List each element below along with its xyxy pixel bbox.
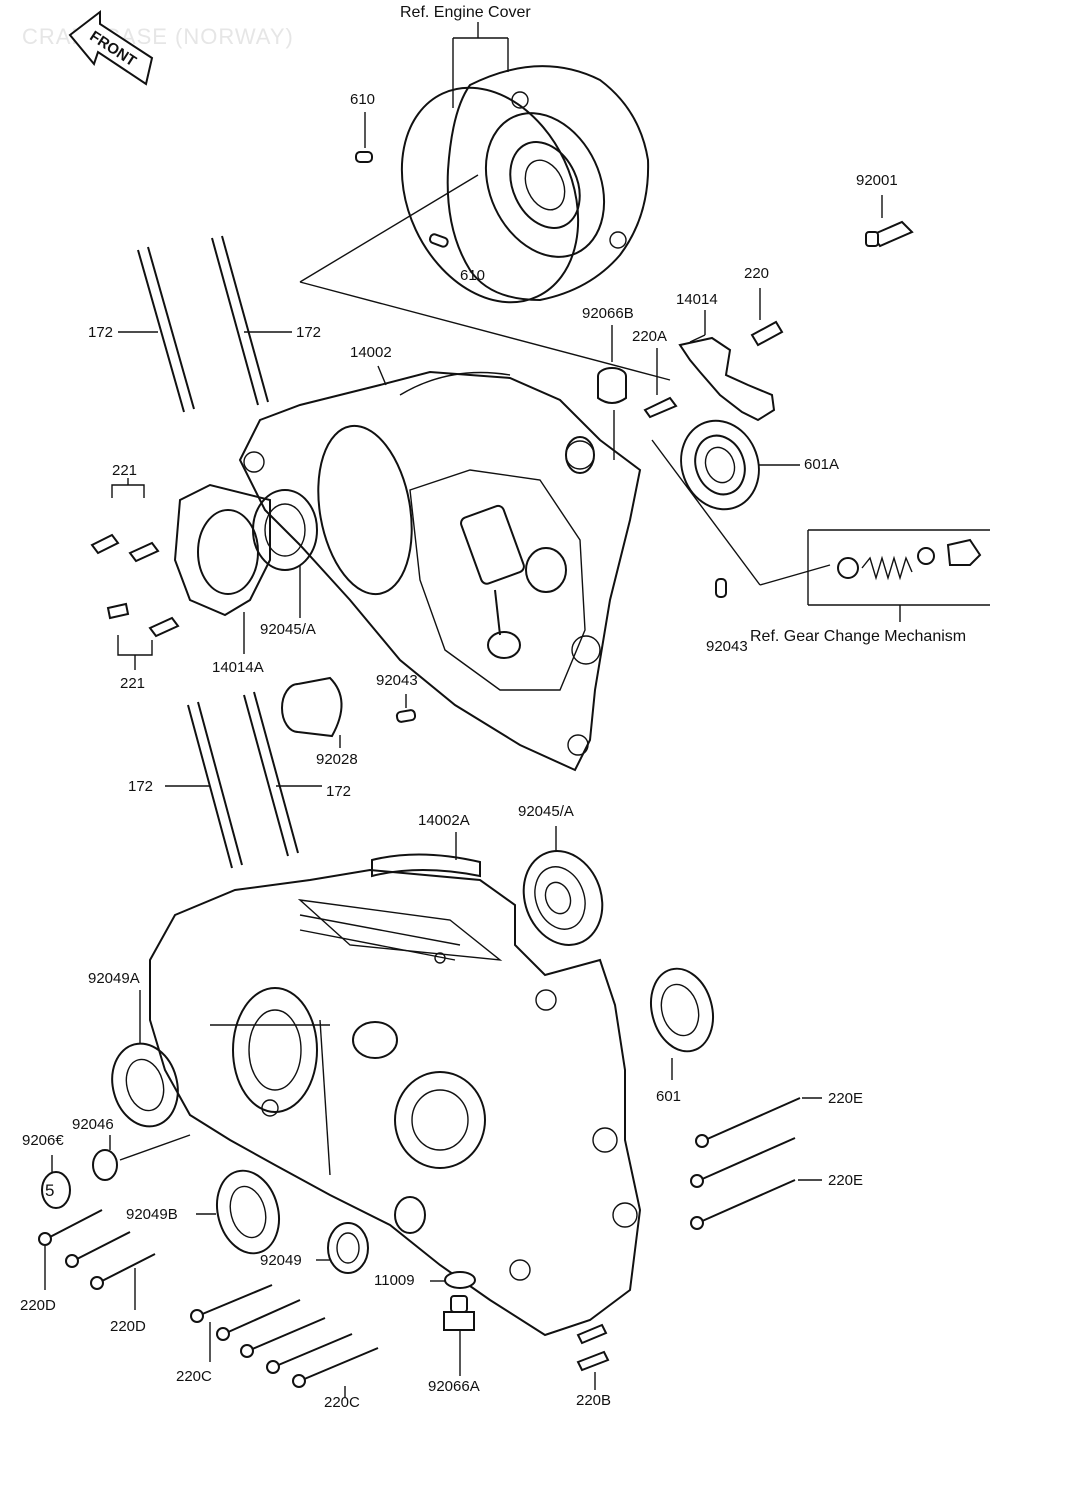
part-label-220D-a: 220D <box>20 1297 56 1314</box>
stud-172-lower-left <box>165 701 243 869</box>
part-label-92001: 92001 <box>856 172 898 189</box>
part-label-92049B: 92049B <box>126 1206 178 1223</box>
seal-ring-14002A <box>371 832 481 878</box>
part-label-601A: 601A <box>804 456 840 473</box>
collar-92028 <box>281 676 343 748</box>
drain-plug-92066A <box>443 1295 475 1376</box>
stud-172-upper-left <box>118 246 195 413</box>
gasket-14014A <box>173 483 271 654</box>
bolts-220C <box>190 1284 379 1398</box>
plug-92066B <box>597 325 627 460</box>
part-label-172-b: 172 <box>296 324 322 341</box>
part-label-172-d: 172 <box>326 783 352 800</box>
washer-11009 <box>430 1271 476 1289</box>
part-label-14002A: 14002A <box>418 812 470 829</box>
part-label-92028: 92028 <box>316 751 358 768</box>
bolts-220E <box>690 1097 822 1230</box>
engine-cover-gasket <box>400 86 580 304</box>
bolts-220B <box>576 1323 610 1390</box>
part-label-92066C: 9206€ <box>22 1132 64 1149</box>
part-label-220B: 220B <box>576 1392 612 1409</box>
part-label-601: 601 <box>656 1088 682 1105</box>
part-label-220: 220 <box>744 265 770 282</box>
stud-172-lower-right <box>243 691 322 857</box>
dowel-pin-610 <box>355 151 373 163</box>
part-label-92049A: 92049A <box>88 970 140 987</box>
part-label-92066A: 92066A <box>428 1378 480 1395</box>
part-label-14014A: 14014A <box>212 659 264 676</box>
collar-92046 <box>92 1134 191 1181</box>
part-label-14014: 14014 <box>676 291 718 308</box>
part-label-172-c: 172 <box>128 778 154 795</box>
bearing-92045A-upper <box>252 489 318 618</box>
plug-92066C: 5 <box>41 1155 71 1209</box>
part-label-92043-center: 92043 <box>376 672 418 689</box>
seal-small <box>565 436 595 474</box>
gear-change-ref-box <box>651 439 990 622</box>
dowel-pin-92043-center <box>395 709 417 723</box>
part-label-220C-b: 220C <box>324 1394 360 1411</box>
bolts-221-lower <box>106 602 180 670</box>
dowel-pin-92043-right <box>715 578 727 598</box>
bolts-221-upper <box>90 478 160 563</box>
oil-seal-92049 <box>316 1222 369 1274</box>
front-arrow-icon: FRONT <box>68 9 154 86</box>
bearing-601 <box>650 967 714 1080</box>
part-label-220E-b: 220E <box>828 1172 864 1189</box>
part-label-221-a: 221 <box>112 462 138 479</box>
part-label-92066B: 92066B <box>582 305 634 322</box>
ref-engine-cover-label: Ref. Engine Cover <box>400 4 531 21</box>
dowel-pin-610-b <box>428 233 449 248</box>
part-label-610: 610 <box>350 91 376 108</box>
part-label-92045A-lower: 92045/A <box>518 803 574 820</box>
plate-14014 <box>678 310 776 422</box>
part-label-92049: 92049 <box>260 1252 302 1269</box>
bolt-220A <box>643 348 678 419</box>
part-label-220E-a: 220E <box>828 1090 864 1107</box>
svg-text:5: 5 <box>45 1181 54 1200</box>
part-label-610-b: 610 <box>460 267 486 284</box>
bolts-220D <box>38 1209 156 1310</box>
part-label-172-a: 172 <box>88 324 114 341</box>
oil-seal-92049B <box>196 1169 280 1255</box>
part-label-92043-right: 92043 <box>706 638 748 655</box>
part-label-220D-b: 220D <box>110 1318 146 1335</box>
part-label-221-b: 221 <box>120 675 146 692</box>
oil-seal-92049A <box>111 990 179 1128</box>
part-label-92046: 92046 <box>72 1116 114 1133</box>
bearing-92045A-lower <box>522 826 604 946</box>
engine-cover <box>446 65 650 302</box>
part-label-220A: 220A <box>632 328 668 345</box>
stud-172-upper-right <box>211 235 292 406</box>
part-label-14002: 14002 <box>350 344 392 361</box>
bearing-601A <box>680 419 800 511</box>
part-label-220C-a: 220C <box>176 1368 212 1385</box>
crankcase-half-14002 <box>238 370 642 772</box>
part-label-92045A-upper: 92045/A <box>260 621 316 638</box>
part-label-11009: 11009 <box>374 1272 415 1289</box>
ref-gear-change-label: Ref. Gear Change Mechanism <box>750 628 967 645</box>
engine-cover-ref-bracket <box>452 22 509 108</box>
diagram-watermark-title: CRANKCASE (NORWAY) <box>22 24 294 49</box>
bolt-92001 <box>865 195 914 248</box>
bolt-220 <box>750 288 784 347</box>
crankcase-half-14002A <box>149 868 642 1337</box>
